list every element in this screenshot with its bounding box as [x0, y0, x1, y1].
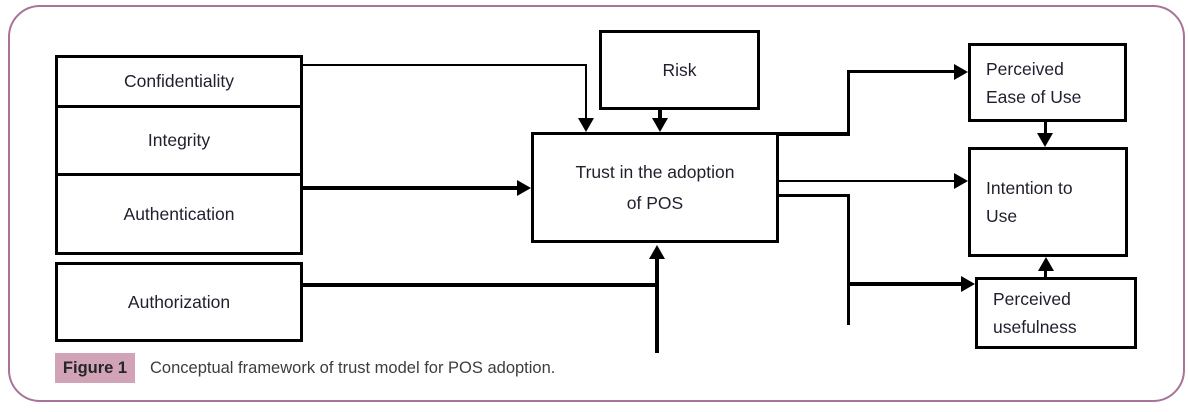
arrowhead-right-icon [954, 64, 968, 80]
figure-caption-text: Conceptual framework of trust model for … [150, 358, 556, 377]
arrowhead-right-icon [954, 173, 968, 189]
connector-trust-pu-vline [847, 194, 850, 325]
connector-trust-pu-hline2 [847, 282, 961, 286]
node-perceived-usefulness: Perceived usefulness [975, 277, 1137, 349]
connector-risk-trust-vline [658, 110, 662, 120]
node-risk: Risk [599, 30, 760, 110]
connector-trust-peou-hline1 [779, 132, 850, 136]
node-authentication: Authentication [55, 173, 303, 255]
arrowhead-right-icon [517, 180, 531, 196]
arrowhead-up-icon [649, 245, 665, 259]
arrowhead-down-icon [652, 118, 668, 132]
node-intention-to-use: Intention to Use [968, 147, 1128, 257]
arrowhead-down-icon [578, 118, 594, 132]
connector-authorization-trust-vline [655, 258, 659, 353]
connector-confidentiality-trust-hline [303, 64, 587, 66]
node-integrity: Integrity [55, 105, 303, 176]
connector-trust-intention-hline [779, 180, 955, 182]
node-confidentiality: Confidentiality [55, 55, 303, 108]
connector-authentication-trust-hline [303, 186, 517, 190]
connector-pu-intention-vline [1044, 270, 1047, 277]
node-trust-in-adoption-of-pos: Trust in the adoption of POS [531, 132, 779, 243]
connector-peou-intention-vline [1044, 122, 1047, 135]
connector-trust-peou-vline [847, 70, 850, 136]
figure-caption-label: Figure 1 [55, 353, 135, 383]
connector-confidentiality-trust-vline [585, 64, 587, 118]
connector-trust-pu-hline1 [779, 194, 850, 197]
arrowhead-down-icon [1037, 133, 1053, 147]
arrowhead-right-icon [961, 276, 975, 292]
connector-trust-peou-hline2 [847, 70, 955, 73]
figure-caption: Figure 1 Conceptual framework of trust m… [55, 353, 555, 383]
node-perceived-ease-of-use: Perceived Ease of Use [968, 43, 1127, 122]
node-authorization: Authorization [55, 262, 303, 342]
connector-authorization-trust-hline [303, 283, 657, 287]
arrowhead-up-icon [1038, 257, 1054, 271]
